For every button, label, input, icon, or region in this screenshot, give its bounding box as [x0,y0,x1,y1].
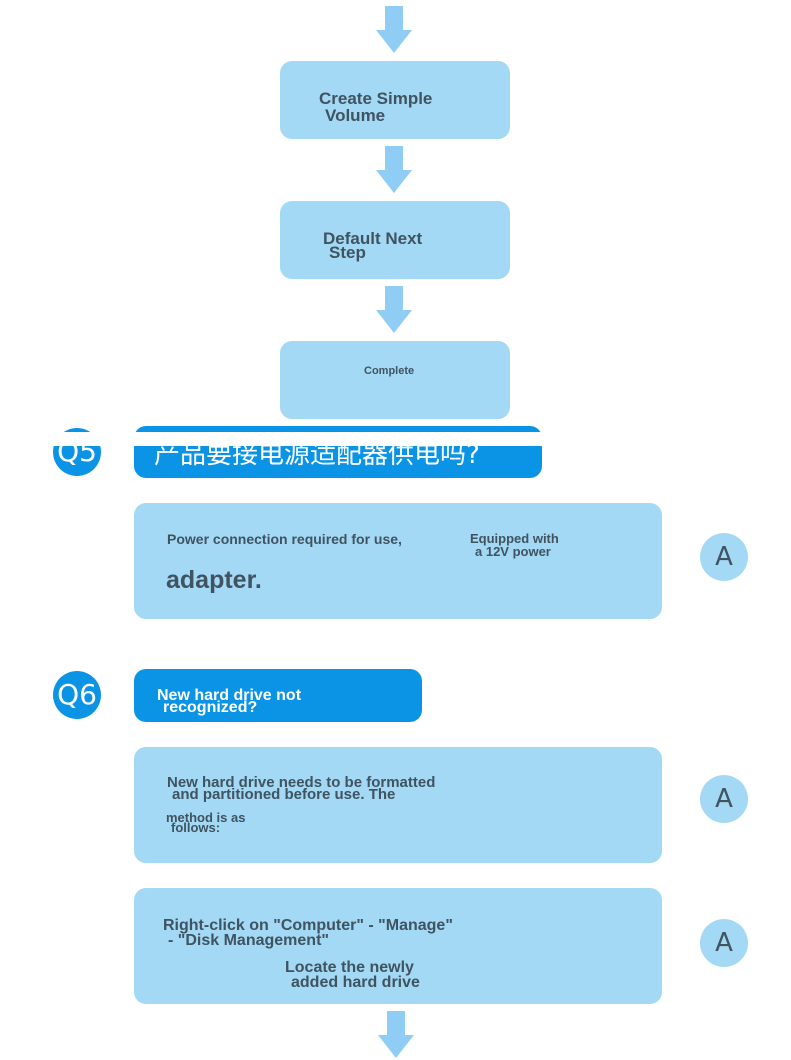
flow-arrow-down-icon [374,286,414,334]
answer-text-line3: method is as [166,810,246,825]
q6-answer2-box: Right-click on "Computer" - "Manage" - "… [134,888,662,1004]
answer-text-line2: - "Disk Management" [168,932,329,949]
q5-answer-box: Power connection required for use, Equip… [134,503,662,619]
answer-text-line1b: Equipped with [470,531,559,546]
q6-answer2-badge-icon: A [700,919,748,967]
answer-text-line2: and partitioned before use. The [172,786,396,803]
step-label-line1: Default Next [323,229,423,248]
step-label-line2: Volume [325,106,386,125]
answer-text-line1: New hard drive needs to be formatted [167,774,436,791]
q6-answer1-badge-icon: A [700,775,748,823]
step-label-line2: Step [329,243,366,262]
q6-question-pill: New hard drive not recognized? [134,669,422,722]
q6-answer1-box: New hard drive needs to be formatted and… [134,747,662,863]
flow-arrow-down-icon [376,1011,416,1059]
clip-mask [0,432,791,446]
q6-question-line2: recognized? [163,699,258,716]
answer-text-line4: follows: [171,820,221,835]
flow-step-default-next-step: Default Next Step [280,201,510,279]
q5-answer-badge-icon: A [700,533,748,581]
q5-question-text: 产品要接电源适配器供电吗? [154,440,480,470]
q6-question-line1: New hard drive not [157,687,302,704]
answer-text-line1: Right-click on "Computer" - "Manage" [163,917,453,934]
step-label-line1: Create Simple [319,89,433,108]
q6-badge-icon: Q6 [53,671,101,719]
answer-text-line4: added hard drive [291,974,420,991]
answer-text-line1c: a 12V power [475,544,551,559]
answer-text-line2: adapter. [166,566,262,594]
flow-step-create-simple-volume: Create Simple Volume [280,61,510,139]
step-label: Complete [364,365,415,377]
answer-text-line3: Locate the newly [285,959,414,976]
answer-text-line1: Power connection required for use, [167,531,402,547]
flow-arrow-down-icon [374,146,414,194]
flow-arrow-down-icon [374,6,414,54]
flow-step-complete: Complete [280,341,510,419]
